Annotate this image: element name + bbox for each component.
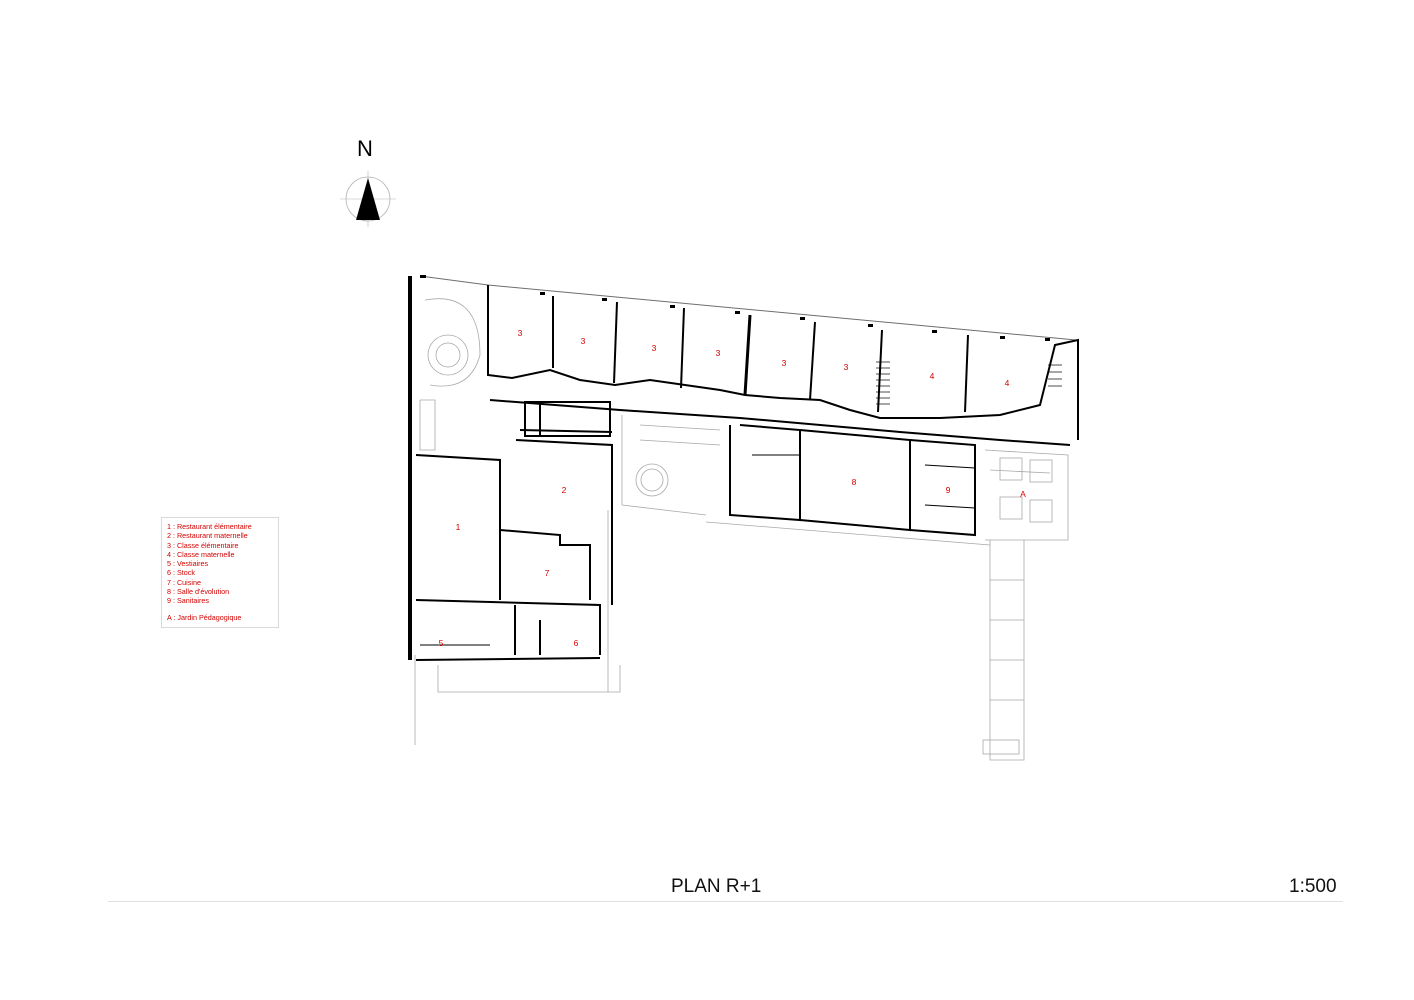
plan-scale: 1:500: [1289, 876, 1337, 897]
room-label-3: 3: [715, 348, 721, 358]
site-context-lines: [414, 298, 1069, 761]
legend-item: 6 : Stock: [167, 568, 195, 578]
building-walls: [408, 275, 1079, 661]
legend-item-garden: A : Jardin Pédagogique: [167, 612, 242, 622]
legend-item: 8 : Salle d'évolution: [167, 587, 230, 597]
room-label-A: A: [1020, 489, 1026, 499]
legend-item: 1 : Restaurant élémentaire: [167, 522, 252, 531]
legend-item: 2 : Restaurant maternelle: [167, 531, 248, 541]
room-label-1: 1: [455, 522, 461, 532]
room-label-3: 3: [781, 358, 787, 368]
room-label-8: 8: [851, 477, 857, 487]
plan-title: PLAN R+1: [671, 876, 762, 897]
footer-divider: [108, 901, 1343, 902]
room-label-9: 9: [945, 485, 951, 495]
room-label-2: 2: [561, 485, 567, 495]
room-label-3: 3: [580, 336, 586, 346]
legend-item: 9 : Sanitaires: [167, 596, 209, 606]
room-label-6: 6: [573, 638, 579, 648]
legend-item: 5 : Vestiaires: [167, 559, 209, 569]
north-arrow-icon: [340, 171, 396, 227]
facade-window-marks: [420, 275, 1050, 341]
stair-hatch: [876, 361, 1062, 405]
room-label-3: 3: [651, 343, 657, 353]
legend-item: 3 : Classe élémentaire: [167, 540, 239, 550]
room-label-3: 3: [517, 328, 523, 338]
room-label-4: 4: [929, 371, 935, 381]
room-label-3: 3: [843, 362, 849, 372]
room-label-7: 7: [544, 568, 550, 578]
legend-box: 1 : Restaurant élémentaire 2 : Restauran…: [161, 517, 279, 628]
legend-item: 7 : Cuisine: [167, 577, 201, 587]
north-label: N: [357, 136, 373, 161]
room-label-4: 4: [1004, 378, 1010, 388]
legend-item: 4 : Classe maternelle: [167, 549, 235, 559]
room-label-5: 5: [438, 638, 444, 648]
